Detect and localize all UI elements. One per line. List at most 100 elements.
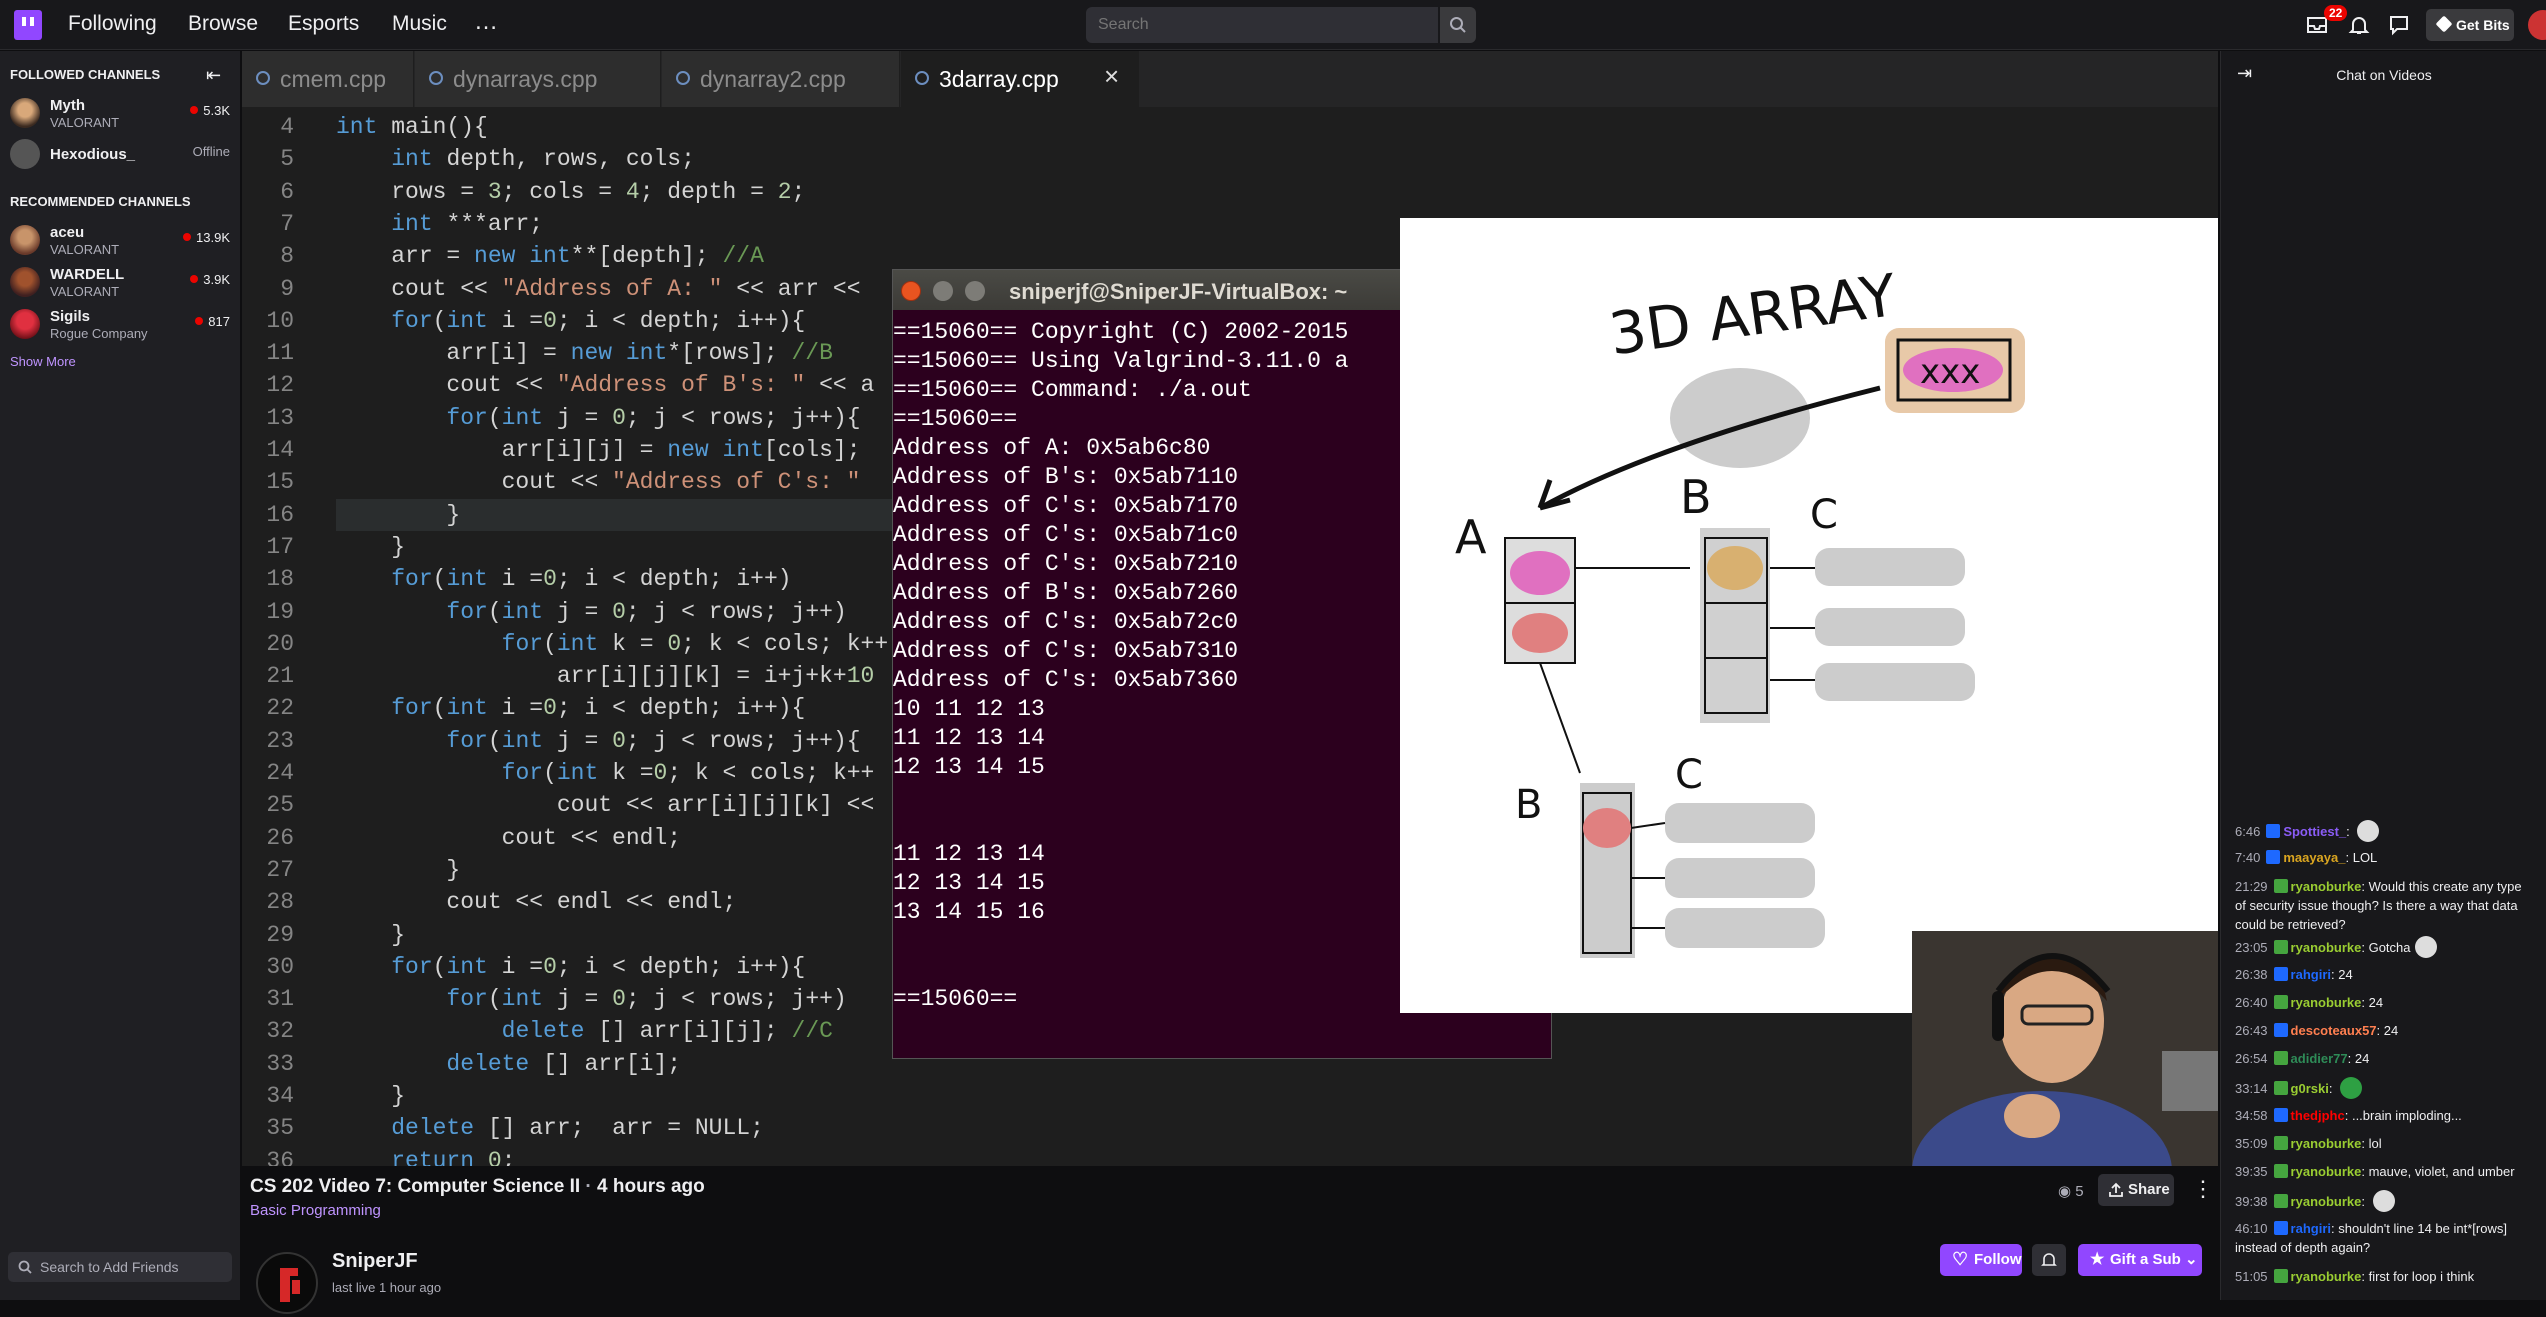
webcam-overlay [1912, 931, 2218, 1166]
code-line: for(int j = 0; j < rows; j++){ [446, 727, 861, 754]
tab-close-icon: × [1104, 61, 1120, 91]
inbox-icon[interactable] [2306, 14, 2328, 36]
code-line: } [336, 856, 461, 883]
chat-timestamp[interactable]: 26:43 [2235, 1023, 2268, 1038]
line-number: 21 [266, 663, 294, 690]
notification-bell-button[interactable] [2032, 1244, 2066, 1276]
chat-username[interactable]: ryanoburke [2290, 995, 2362, 1010]
line-number: 23 [266, 727, 294, 754]
collapse-chat-icon[interactable]: ⇥ [2237, 63, 2253, 83]
sidebar-channel-aceu[interactable]: aceu VALORANT 13.9K [0, 220, 240, 260]
code-line: cout << "Address of A: " << arr << [336, 275, 861, 302]
viewer-count: 817 [195, 314, 230, 329]
chat-timestamp[interactable]: 7:40 [2235, 850, 2261, 865]
nav-music[interactable]: Music [392, 12, 447, 35]
viewer-count: 5.3K [190, 103, 230, 118]
chat-badge-icon [2273, 1108, 2288, 1122]
chat-username[interactable]: ryanoburke [2290, 1164, 2362, 1179]
gift-a-sub-button[interactable]: Gift a Sub ⌄ [2078, 1244, 2202, 1276]
chat-timestamp[interactable]: 21:29 [2235, 879, 2268, 894]
chat-username[interactable]: ryanoburke [2290, 879, 2362, 894]
whispers-icon[interactable] [2388, 14, 2410, 36]
chat-username[interactable]: ryanoburke [2290, 1194, 2362, 1209]
code-line: cout << "Address of C's: " [336, 469, 861, 496]
terminal-line: Address of C's: 0x5ab72c0 [893, 609, 1239, 635]
chat-badge-icon [2273, 967, 2288, 981]
chat-username[interactable]: rahgiri [2290, 967, 2332, 982]
channel-avatar[interactable] [256, 1252, 318, 1314]
nav-following[interactable]: Following [68, 12, 157, 35]
line-number: 18 [266, 566, 294, 593]
get-bits-button[interactable]: Get Bits [2426, 9, 2514, 41]
code-line: for(int j = 0; j < rows; j++){ [446, 404, 861, 431]
nav-more-button[interactable]: … [474, 8, 499, 35]
cpp-file-icon [676, 71, 690, 85]
sidebar-channel-hexodious[interactable]: Hexodious_ Offline [0, 134, 240, 174]
chat-timestamp[interactable]: 39:38 [2235, 1194, 2268, 1209]
chat-timestamp[interactable]: 6:46 [2235, 824, 2261, 839]
chat-timestamp[interactable]: 26:40 [2235, 995, 2268, 1010]
twitch-logo-icon[interactable] [14, 10, 42, 40]
show-more-link[interactable]: Show More [10, 354, 76, 369]
chat-timestamp[interactable]: 46:10 [2235, 1221, 2268, 1236]
code-line: for(int i =0; i < depth; i++){ [391, 953, 806, 980]
chat-timestamp[interactable]: 35:09 [2235, 1136, 2268, 1151]
line-number: 11 [266, 340, 294, 367]
chat-timestamp[interactable]: 51:05 [2235, 1269, 2268, 1284]
channel-name[interactable]: SniperJF [332, 1250, 418, 1272]
line-number: 29 [266, 921, 294, 948]
search-input[interactable] [1086, 7, 1438, 43]
channel-game: Rogue Company [50, 326, 148, 341]
more-options-icon[interactable]: ⋮ [2192, 1176, 2214, 1201]
terminal-line: 13 14 15 16 [893, 899, 1045, 925]
search-button[interactable] [1440, 7, 1476, 43]
chat-username[interactable]: ryanoburke [2290, 940, 2362, 955]
code-line: cout << endl; [336, 824, 682, 851]
chat-badge-icon [2266, 850, 2281, 864]
editor-tab-3darray: 3darray.cpp [901, 51, 1139, 107]
follow-button[interactable]: Follow [1940, 1243, 2022, 1276]
code-line: cout << endl << endl; [336, 889, 737, 916]
chat-username[interactable]: Spottiest_ [2283, 824, 2347, 839]
chat-timestamp[interactable]: 33:14 [2235, 1081, 2268, 1096]
search-friends-input[interactable]: Search to Add Friends [8, 1252, 232, 1282]
chat-timestamp[interactable]: 26:38 [2235, 967, 2268, 982]
chat-timestamp[interactable]: 23:05 [2235, 940, 2268, 955]
editor-tab-bar: cmem.cpp dynarrays.cpp dynarray2.cpp 3da… [242, 51, 2218, 107]
chat-timestamp[interactable]: 39:35 [2235, 1164, 2268, 1179]
sidebar-channel-wardell[interactable]: WARDELL VALORANT 3.9K [0, 262, 240, 302]
chat-username[interactable]: adidier77 [2290, 1051, 2348, 1066]
notifications-bell-icon[interactable] [2348, 14, 2370, 36]
code-line: for(int i =0; i < depth; i++){ [391, 695, 806, 722]
chat-text: ...brain imploding... [2351, 1108, 2462, 1123]
chat-timestamp[interactable]: 26:54 [2235, 1051, 2268, 1066]
chat-badge-icon [2273, 1051, 2288, 1065]
collapse-sidebar-icon[interactable]: ⇤ [206, 65, 222, 85]
chat-username[interactable]: ryanoburke [2290, 1269, 2362, 1284]
chat-username[interactable]: maayaya_ [2283, 850, 2346, 865]
line-number: 34 [266, 1083, 294, 1109]
chat-text: LOL [2352, 850, 2378, 865]
label-c-upper: C [1810, 492, 1838, 538]
video-category-link[interactable]: Basic Programming [250, 1202, 381, 1219]
share-button[interactable]: Share [2098, 1174, 2174, 1206]
chat-badge-icon [2273, 1269, 2288, 1283]
video-player[interactable]: cmem.cpp dynarrays.cpp dynarray2.cpp 3da… [242, 51, 2218, 1166]
chat-username[interactable]: rahgiri [2290, 1221, 2332, 1236]
terminal-line: Address of B's: 0x5ab7110 [893, 464, 1239, 490]
sidebar-channel-sigils[interactable]: Sigils Rogue Company 817 [0, 304, 240, 344]
chat-username[interactable]: thedjphc [2290, 1108, 2345, 1123]
chat-username[interactable]: ryanoburke [2290, 1136, 2362, 1151]
user-avatar[interactable] [2528, 10, 2546, 40]
nav-browse[interactable]: Browse [188, 12, 259, 35]
chat-username[interactable]: descoteaux57 [2290, 1023, 2377, 1038]
line-number: 33 [266, 1050, 294, 1077]
chat-username[interactable]: g0rski [2290, 1081, 2329, 1096]
code-line: arr[i][j][k] = i+j+k+10 [336, 663, 875, 690]
chat-timestamp[interactable]: 34:58 [2235, 1108, 2268, 1123]
sidebar-channel-myth[interactable]: Myth VALORANT 5.3K [0, 93, 240, 133]
nav-esports[interactable]: Esports [288, 12, 360, 35]
